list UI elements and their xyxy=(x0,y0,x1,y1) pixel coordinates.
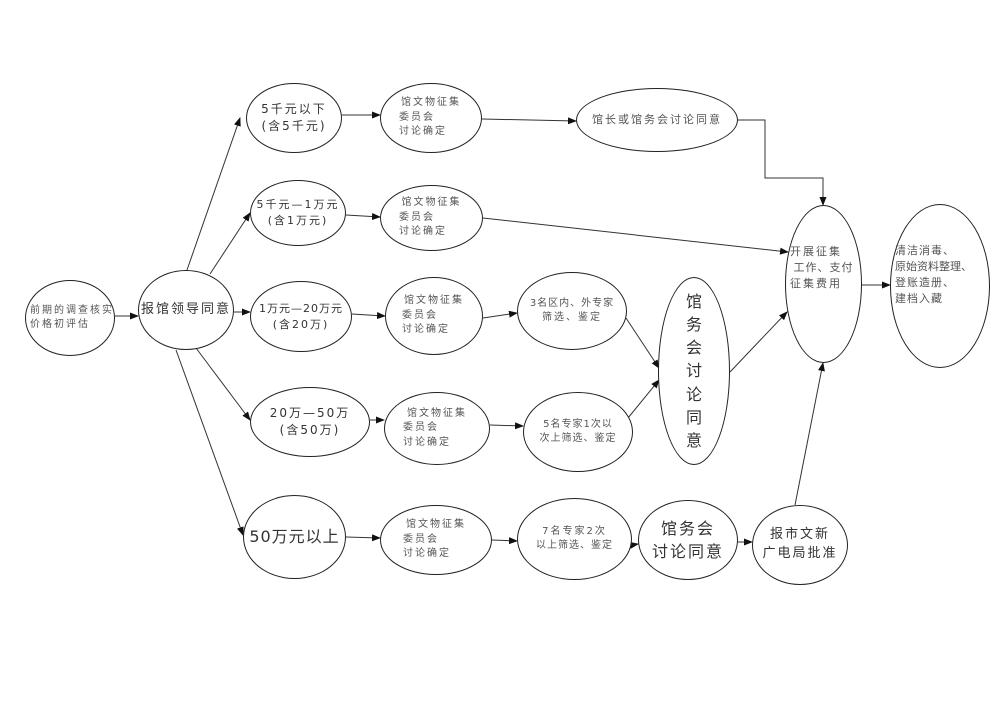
arrow-city-fund xyxy=(794,362,825,506)
arrow-c3-experts3 xyxy=(482,310,518,319)
node-collection-funding: 开展征集工作、支付征集费用 xyxy=(785,205,862,363)
arrow-leader-tier1 xyxy=(186,117,241,271)
arrow-c1-director xyxy=(481,117,577,125)
arrow-c5-experts7 xyxy=(491,537,518,545)
node-preliminary-survey: 前期的调查核实价格初评估 xyxy=(25,280,115,356)
node-city-bureau-approval: 报市文新广电局批准 xyxy=(752,505,848,585)
arrow-experts7-meeting2 xyxy=(629,541,639,549)
node-leader-approval: 报馆领导同意 xyxy=(138,270,234,350)
node-tier-200k: 1万元—20万元(含20万) xyxy=(250,281,352,352)
arrow-experts3-meeting xyxy=(625,317,660,369)
node-committee-3: 馆文物征集委员会讨论确定 xyxy=(385,277,483,355)
arrow-leader-tier2 xyxy=(209,212,251,275)
arrow-meeting-fund xyxy=(729,311,788,373)
arrow-c4-experts5 xyxy=(489,422,524,430)
arrow-experts5-meeting xyxy=(627,379,660,419)
node-committee-1: 馆文物征集委员会讨论确定 xyxy=(380,83,482,153)
node-board-approval: 馆务会讨论同意 xyxy=(638,500,738,580)
arrow-director-fund xyxy=(738,119,827,206)
node-tier-500k: 20万—50万(含50万) xyxy=(250,387,370,457)
arrow-c2-fund xyxy=(482,217,789,255)
arrow-leader-tier5 xyxy=(175,349,244,536)
node-committee-2: 馆文物征集委员会讨论确定 xyxy=(380,185,483,251)
node-experts-7: 7名专家2次以上筛选、鉴定 xyxy=(517,498,632,580)
node-archive-storage: 清洁消毒、原始资料整理、登账造册、建档入藏 xyxy=(890,204,990,368)
arrow-tier3-c3 xyxy=(351,312,386,320)
node-tier-10k: 5千元—1万元(含1万元) xyxy=(250,180,346,246)
node-tier-5k: 5千元以下(含5千元) xyxy=(246,83,342,153)
node-tier-over-500k: 50万元以上 xyxy=(243,495,346,579)
arrow-tier2-c2 xyxy=(345,213,381,221)
node-board-approval-vertical: 馆务会讨论同意 xyxy=(658,277,730,465)
node-committee-5: 馆文物征集委员会讨论确定 xyxy=(380,505,492,575)
arrow-leader-tier4 xyxy=(195,347,251,421)
node-experts-3: 3名区内、外专家筛选、鉴定 xyxy=(517,272,627,350)
node-experts-5: 5名专家1次以次上筛选、鉴定 xyxy=(523,392,633,472)
arrow-tier5-c5 xyxy=(345,534,381,542)
node-director-approval: 馆长或馆务会讨论同意 xyxy=(576,88,738,152)
node-committee-4: 馆文物征集委员会讨论确定 xyxy=(384,392,490,465)
